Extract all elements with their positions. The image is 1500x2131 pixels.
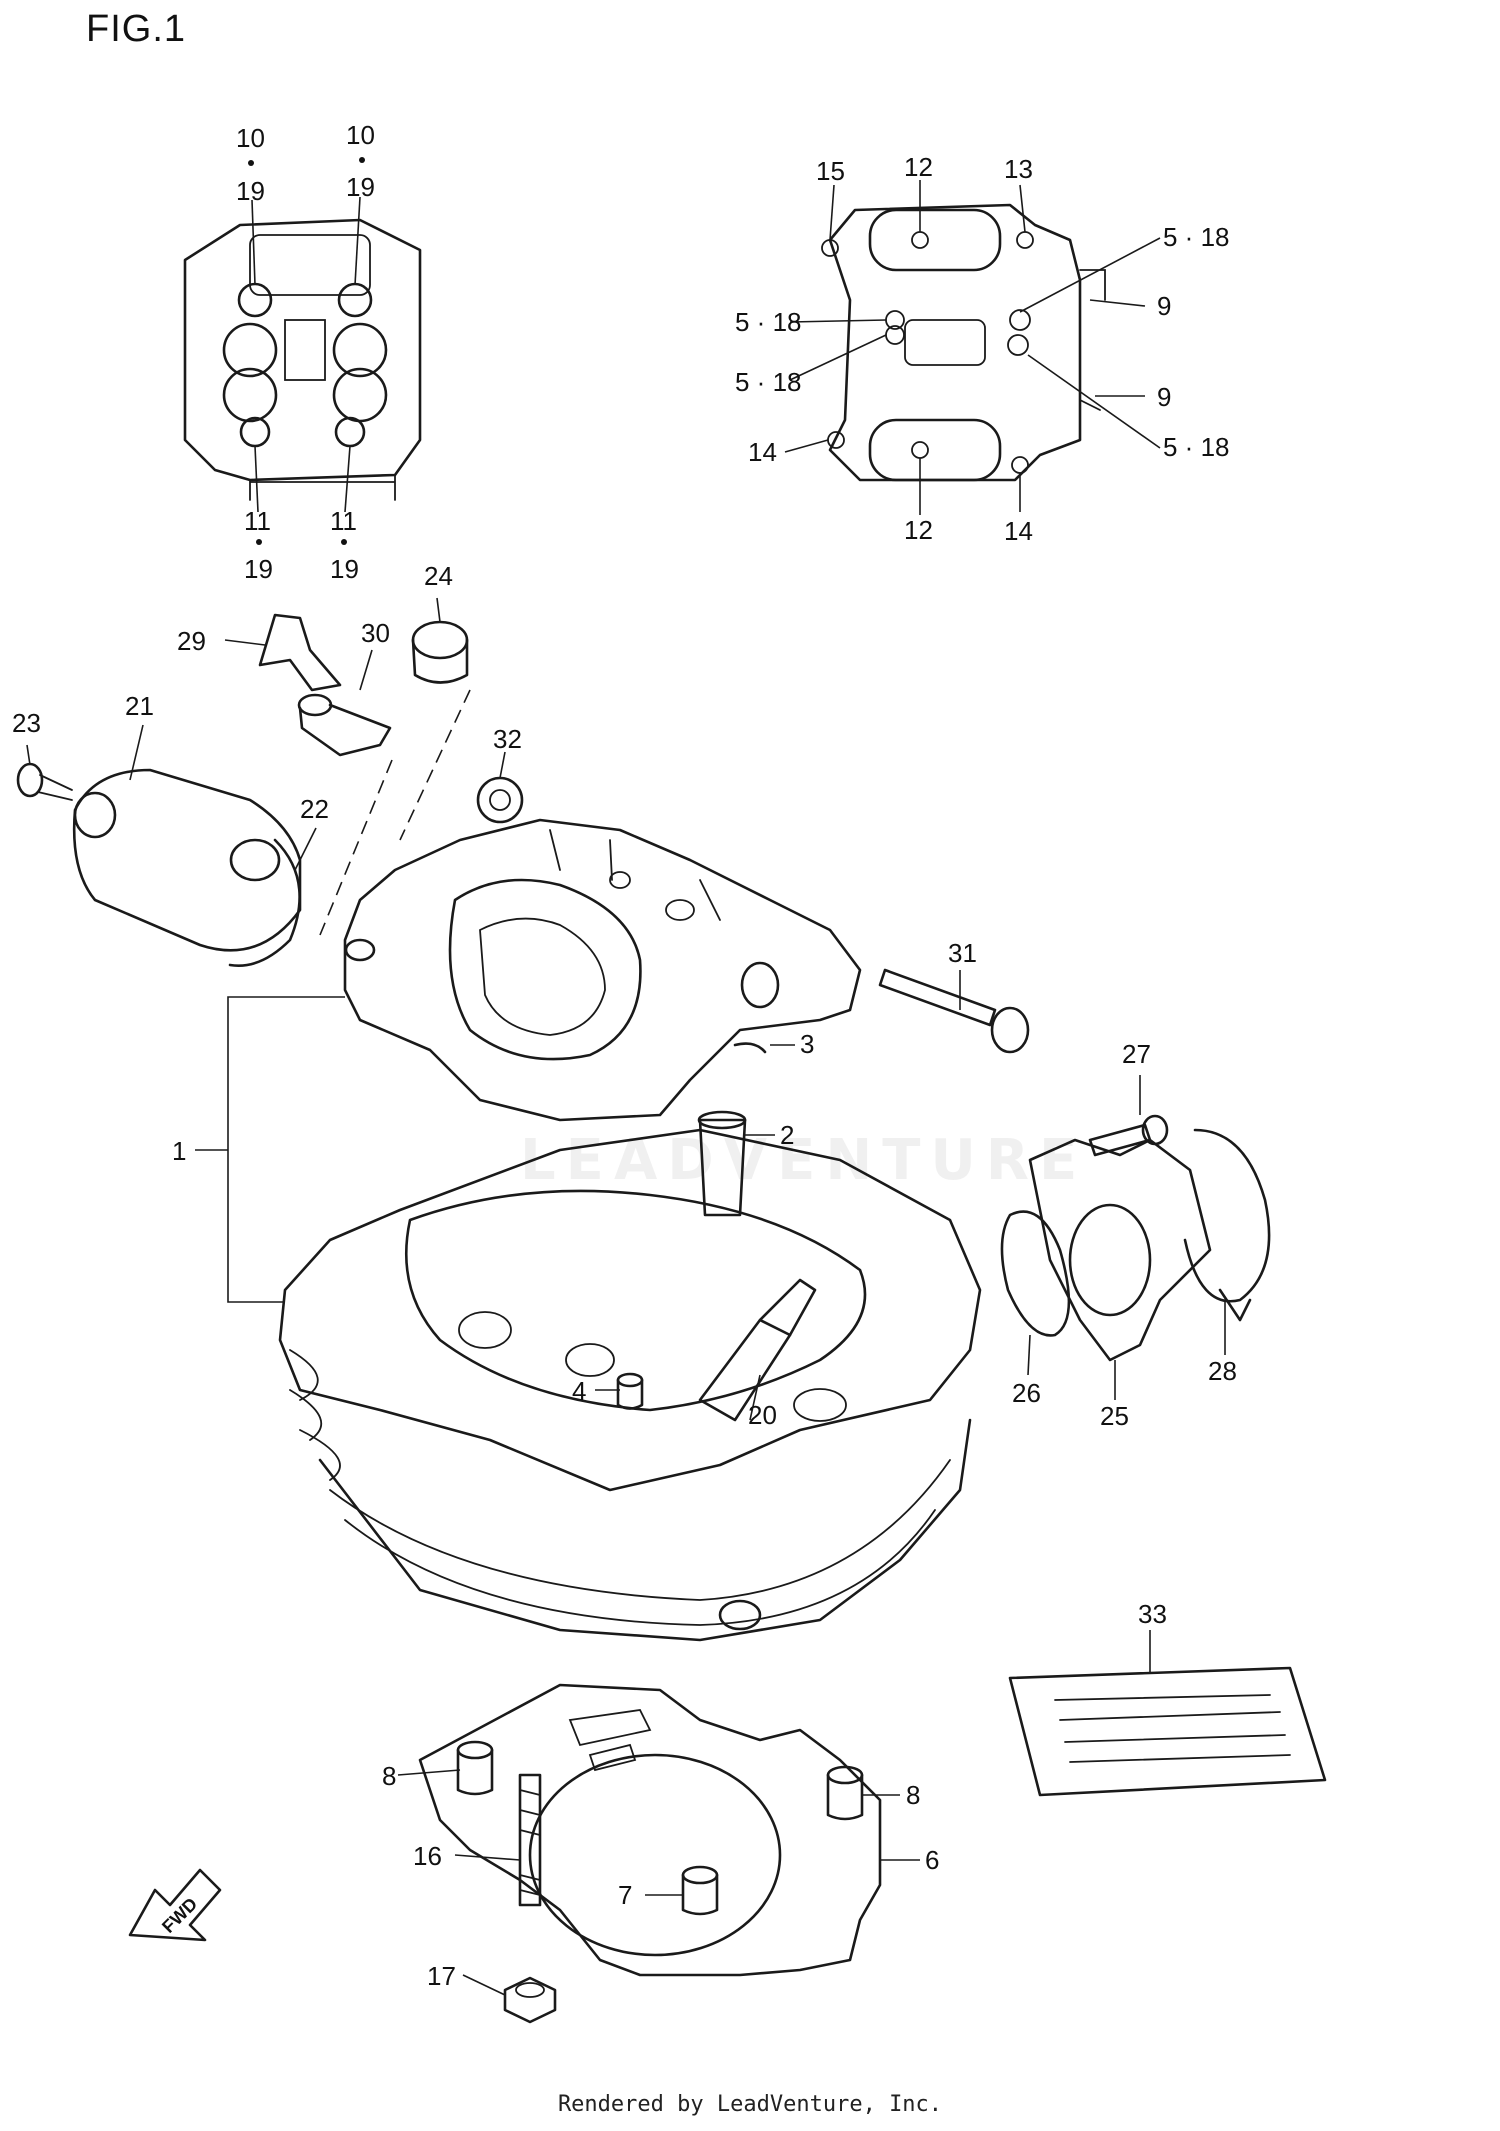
callout-31: 31 <box>948 938 977 968</box>
callout-33: 33 <box>1138 1599 1167 1629</box>
dowel-8-left <box>456 1740 494 1796</box>
cylinder-head-main <box>278 1128 982 1642</box>
callout-12-bottom: 12 <box>904 515 933 545</box>
callout-17: 17 <box>427 1961 456 1991</box>
nut-32 <box>476 776 524 824</box>
spark-plug-20 <box>698 1278 817 1422</box>
callout-26: 26 <box>1012 1378 1041 1408</box>
figure-title: FIG.1 <box>86 8 187 50</box>
callout-23: 23 <box>12 708 41 738</box>
cylinder-gasket-6 <box>418 1683 882 1977</box>
dowel-7 <box>681 1865 719 1916</box>
callout-14-left: 14 <box>748 437 777 467</box>
callout-leaders-top-right <box>784 180 1161 515</box>
callout-14-bottom: 14 <box>1004 516 1033 546</box>
head-top-view <box>183 218 422 501</box>
clamp-28 <box>1183 1128 1271 1322</box>
callout-5-18-left-lower: 5 · 18 <box>735 367 802 397</box>
callout-27: 27 <box>1122 1039 1151 1069</box>
callout-9-bottom: 9 <box>1157 382 1171 412</box>
caution-label-33 <box>1008 1666 1327 1797</box>
intake-pipe-25 <box>1028 1138 1212 1362</box>
clip-3 <box>733 1042 767 1054</box>
cover-21 <box>72 768 302 952</box>
callout-2: 2 <box>780 1120 794 1150</box>
callout-leaders-main <box>26 597 1226 1996</box>
bracket-29 <box>258 613 342 692</box>
callout-32: 32 <box>493 724 522 754</box>
callout-10-left: 10 <box>236 123 265 153</box>
callout-19-bottom-left: 19 <box>244 554 273 584</box>
bolt-30 <box>297 693 392 757</box>
callout-30: 30 <box>361 618 390 648</box>
callout-8-right: 8 <box>906 1780 920 1810</box>
callout-8-left: 8 <box>382 1761 396 1791</box>
callout-5-18-right-bottom: 5 · 18 <box>1163 432 1230 462</box>
rocker-housing <box>343 818 862 1122</box>
callout-6: 6 <box>925 1845 939 1875</box>
callout-12-top: 12 <box>904 152 933 182</box>
callout-11-left: 11 <box>244 506 271 536</box>
callout-leaders-top-left <box>251 196 361 513</box>
callout-15: 15 <box>816 156 845 186</box>
valve-guide-2 <box>697 1110 747 1217</box>
callout-21: 21 <box>125 691 154 721</box>
watermark-text: LEADVENTURE <box>520 1128 1088 1193</box>
callout-4: 4 <box>572 1376 586 1406</box>
callout-19-right: 19 <box>346 172 375 202</box>
callout-5-18-left-upper: 5 · 18 <box>735 307 802 337</box>
callout-13: 13 <box>1004 154 1033 184</box>
fwd-arrow: FWD <box>128 1868 222 1942</box>
footer-credit: Rendered by LeadVenture, Inc. <box>557 2092 943 2117</box>
callout-19-bottom-right: 19 <box>330 554 359 584</box>
valve-cap-24 <box>411 620 469 684</box>
callout-3: 3 <box>800 1029 814 1059</box>
callout-29: 29 <box>177 626 206 656</box>
callout-19-left: 19 <box>236 176 265 206</box>
callout-11-right: 11 <box>330 506 357 536</box>
callout-9-top: 9 <box>1157 291 1171 321</box>
gasket-22 <box>228 838 301 967</box>
bolt-27 <box>1088 1114 1169 1157</box>
dowel-8-right <box>826 1765 864 1821</box>
bolt-31 <box>878 968 1030 1054</box>
nut-17 <box>503 1976 557 2024</box>
stud-16 <box>518 1773 542 1907</box>
callout-5-18-right-top: 5 · 18 <box>1163 222 1230 252</box>
callout-10-right: 10 <box>346 120 375 150</box>
callout-24: 24 <box>424 561 453 591</box>
callout-1: 1 <box>172 1136 186 1166</box>
callout-22: 22 <box>300 794 329 824</box>
callout-7: 7 <box>618 1880 632 1910</box>
head-underside-view <box>821 203 1106 482</box>
callout-25: 25 <box>1100 1401 1129 1431</box>
callout-20: 20 <box>748 1400 777 1430</box>
gasket-26 <box>1000 1210 1071 1337</box>
callout-28: 28 <box>1208 1356 1237 1386</box>
dowel-4 <box>616 1372 644 1410</box>
bolt-23 <box>16 762 73 801</box>
callout-16: 16 <box>413 1841 442 1871</box>
